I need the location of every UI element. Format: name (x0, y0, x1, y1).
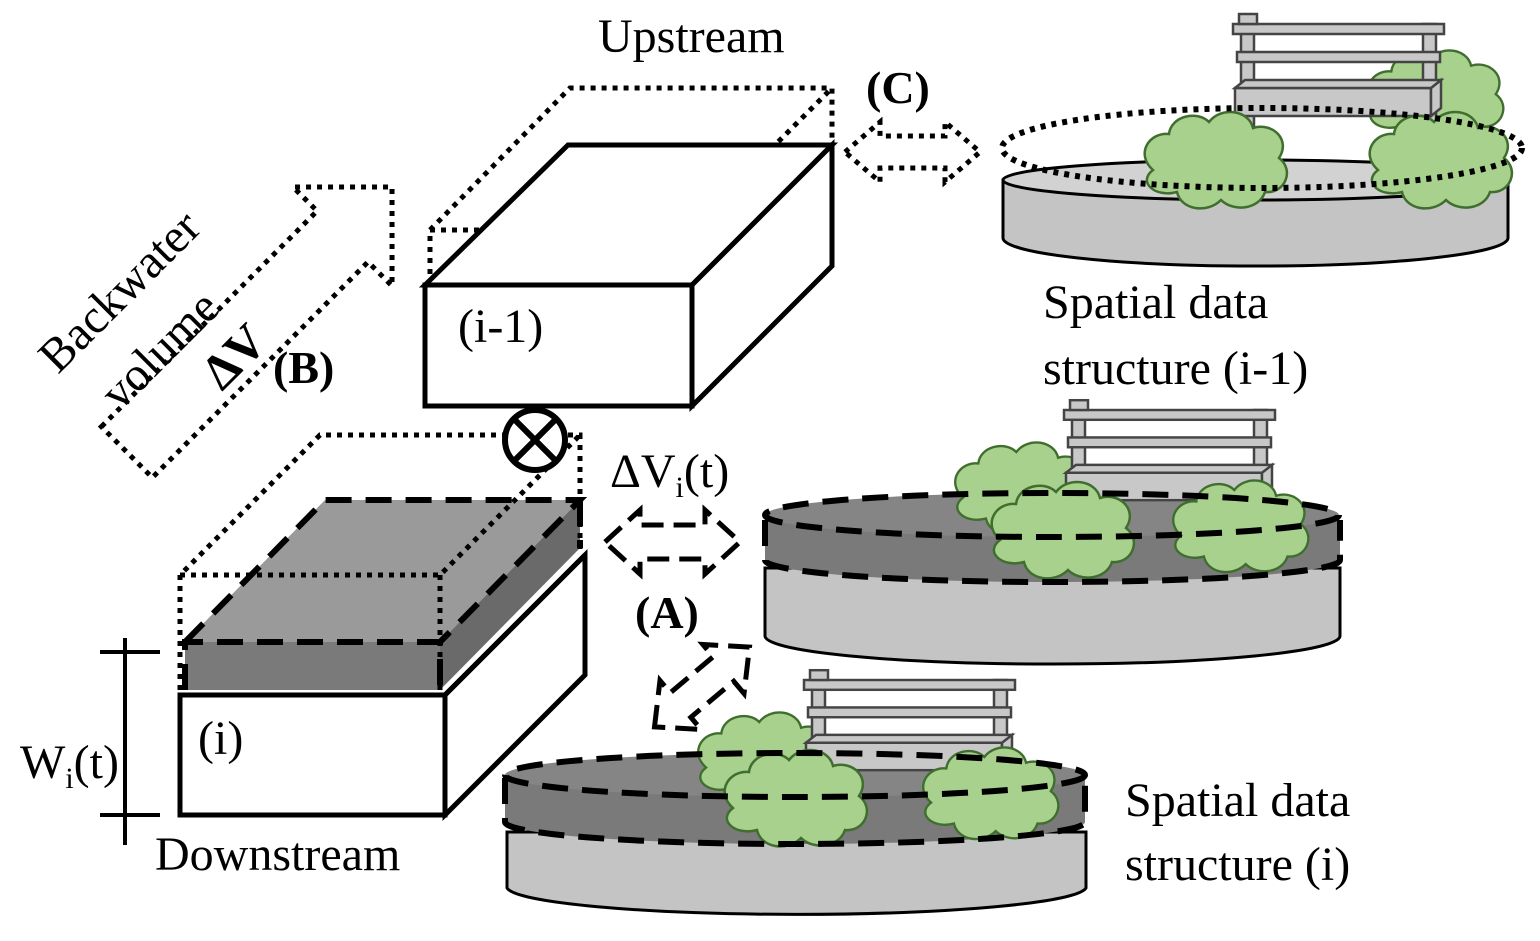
spatial-upper-line1: Spatial data (1043, 276, 1268, 329)
circle-cross-icon (502, 407, 568, 473)
downstream-cell (177, 432, 588, 822)
w-suffix: (t) (74, 736, 119, 789)
spatial-structure-lower (502, 668, 1088, 916)
label-b: (B) (273, 342, 334, 393)
spatial-structure-upper (999, 12, 1525, 268)
downstream-label: Downstream (155, 828, 400, 881)
exchange-arrow-c (841, 116, 984, 188)
delta-v-label: ΔVi(t) (610, 445, 729, 504)
delta-v-suffix: (t) (684, 445, 729, 498)
platform-lower-dash-top (502, 750, 1088, 800)
platform-upper-body (1001, 178, 1510, 268)
spatial-upper-line2: structure (i-1) (1043, 342, 1308, 395)
water-slab-dash-top (182, 497, 588, 645)
platform-lower-body (505, 830, 1088, 916)
platform-middle-body (763, 566, 1342, 666)
platform-middle-dash-side (762, 520, 1343, 586)
platform-lower-dash-side (502, 778, 1088, 847)
label-a: (A) (635, 587, 699, 638)
upstream-cell (418, 85, 839, 413)
spatial-lower-line2: structure (i) (1125, 838, 1350, 891)
w-sub: i (65, 762, 73, 795)
height-dimension (100, 638, 160, 845)
platform-middle-dash-top (762, 490, 1342, 540)
downstream-backwater-outline (177, 432, 583, 690)
delta-v-prefix: ΔV (610, 445, 676, 498)
w-prefix: W (20, 736, 66, 789)
water-slab-top (185, 500, 580, 642)
exchange-arrow-a-diagonal (651, 641, 753, 733)
cell-upstream-label: (i-1) (458, 300, 543, 353)
backwater-arrow (97, 184, 395, 482)
bush-icon (1143, 110, 1289, 210)
cell-downstream-label: (i) (198, 712, 243, 765)
w-label: Wi(t) (20, 736, 119, 795)
label-c: (C) (866, 62, 930, 113)
downstream-box-top-edge (180, 553, 587, 698)
platform-upper-backwater-outline (999, 105, 1525, 191)
spatial-lower-line1: Spatial data (1125, 774, 1350, 827)
upstream-label: Upstream (598, 10, 785, 63)
upstream-backwater-outline (427, 85, 835, 285)
upstream-box-side (689, 138, 835, 413)
water-slab-side (440, 500, 580, 690)
exchange-arrow-a-horizontal (601, 504, 744, 580)
water-slab-front (185, 642, 440, 690)
spatial-structure-middle (762, 398, 1343, 666)
delta-v-sub: i (676, 471, 684, 504)
